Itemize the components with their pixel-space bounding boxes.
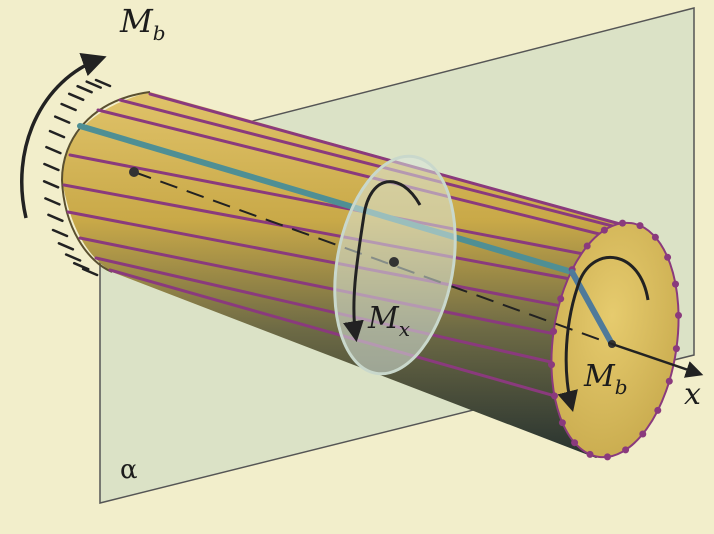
- fiber-end-dot: [604, 453, 611, 461]
- fiber-end-dot: [551, 392, 558, 400]
- fiber-end-dot: [558, 419, 566, 427]
- clamp-hatch-icon: [42, 78, 112, 277]
- fiber-line: [148, 92, 622, 226]
- fiber-end-dot: [600, 226, 608, 234]
- fiber-end-dot: [619, 219, 626, 227]
- end-face-fiber-dots: [548, 219, 682, 461]
- fiber-end-dot: [675, 311, 682, 319]
- hatch-mark: [44, 197, 61, 206]
- hatch-mark: [57, 242, 75, 251]
- hatch-mark: [67, 92, 85, 102]
- fiber-end-dot: [548, 361, 555, 369]
- label-mx: Mx: [367, 301, 410, 341]
- fiber-end-dot: [639, 430, 647, 438]
- label-plane-alpha: α: [120, 455, 138, 485]
- x-axis-arrow-icon: [611, 342, 704, 378]
- fiber-end-dot: [665, 377, 673, 385]
- cross-section-center: [389, 257, 399, 267]
- hatch-mark: [72, 261, 90, 271]
- hatch-mark: [43, 162, 60, 172]
- fiber-end-dot: [651, 233, 659, 241]
- bending-moment-arrow-icon: [20, 53, 107, 219]
- fiber-end-dot: [654, 406, 662, 414]
- fiber-end-dot: [586, 450, 594, 458]
- hatch-mark: [64, 253, 82, 262]
- end-bending-moment-arrow-icon: [557, 255, 650, 413]
- hatch-mark: [94, 78, 112, 88]
- hatch-mark: [60, 102, 77, 112]
- hatch-mark: [47, 213, 64, 223]
- hatch-mark: [76, 84, 93, 94]
- fiber-end-dot: [636, 222, 644, 230]
- axis-start-point: [129, 167, 139, 177]
- fiber-end-dot: [557, 295, 565, 303]
- fiber-end-dot: [622, 446, 630, 454]
- hatch-mark: [81, 267, 99, 277]
- label-x-axis: x: [684, 377, 701, 412]
- fiber-end-dot: [672, 345, 680, 353]
- highlighted-fiber: [77, 123, 575, 275]
- fiber-end-dot: [672, 280, 679, 288]
- fiber-end-dot: [550, 327, 558, 335]
- label-mb-end: Mb: [583, 359, 628, 399]
- fiber-end-dot: [664, 253, 672, 261]
- hatch-mark: [42, 180, 60, 189]
- hatch-mark: [53, 115, 71, 124]
- hatch-mark: [85, 80, 102, 89]
- left-end-face: [60, 91, 151, 273]
- hatch-mark: [51, 228, 69, 238]
- hatch-mark: [48, 129, 66, 139]
- hatch-mark: [45, 145, 62, 155]
- torsion-moment-arrow-icon: [343, 180, 422, 343]
- label-mb-top: Mb: [119, 2, 166, 45]
- fiber-line: [118, 98, 638, 234]
- fiber-end-dot: [571, 439, 579, 447]
- fiber-end-dot: [583, 242, 591, 250]
